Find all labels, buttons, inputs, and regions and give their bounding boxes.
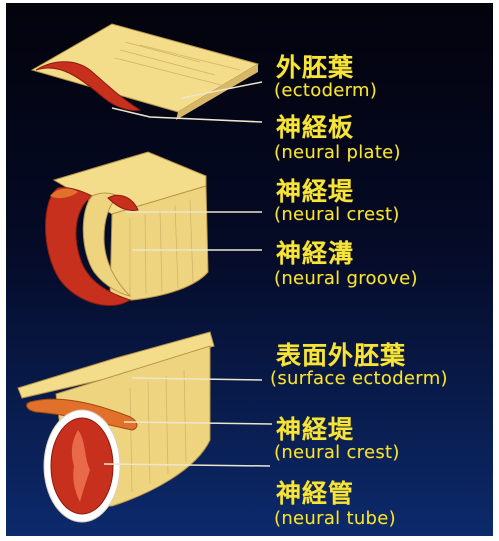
label-neural-crest-2-jp: 神経堤 [276,410,354,446]
label-neural-crest-2-en: (neural crest) [274,442,400,463]
label-neural-groove-jp: 神経溝 [276,234,354,270]
label-neural-tube-en: (neural tube) [274,508,396,529]
label-neural-plate-en: (neural plate) [274,142,401,163]
stage-neural-tube [18,332,272,522]
label-ectoderm-jp: 外胚葉 [276,48,354,84]
stage-neural-groove [46,152,263,306]
label-ectoderm-en: (ectoderm) [274,80,377,101]
label-neural-plate-jp: 神経板 [276,108,354,144]
label-surface-ectoderm-en: (surface ectoderm) [270,368,448,389]
label-surface-ectoderm-jp: 表面外胚葉 [276,336,406,372]
stage-neural-plate [32,24,262,122]
label-neural-crest-1-jp: 神経堤 [276,172,354,208]
label-neural-crest-1-en: (neural crest) [274,204,400,225]
label-neural-groove-en: (neural groove) [274,268,418,289]
label-neural-tube-jp: 神経管 [276,474,354,510]
